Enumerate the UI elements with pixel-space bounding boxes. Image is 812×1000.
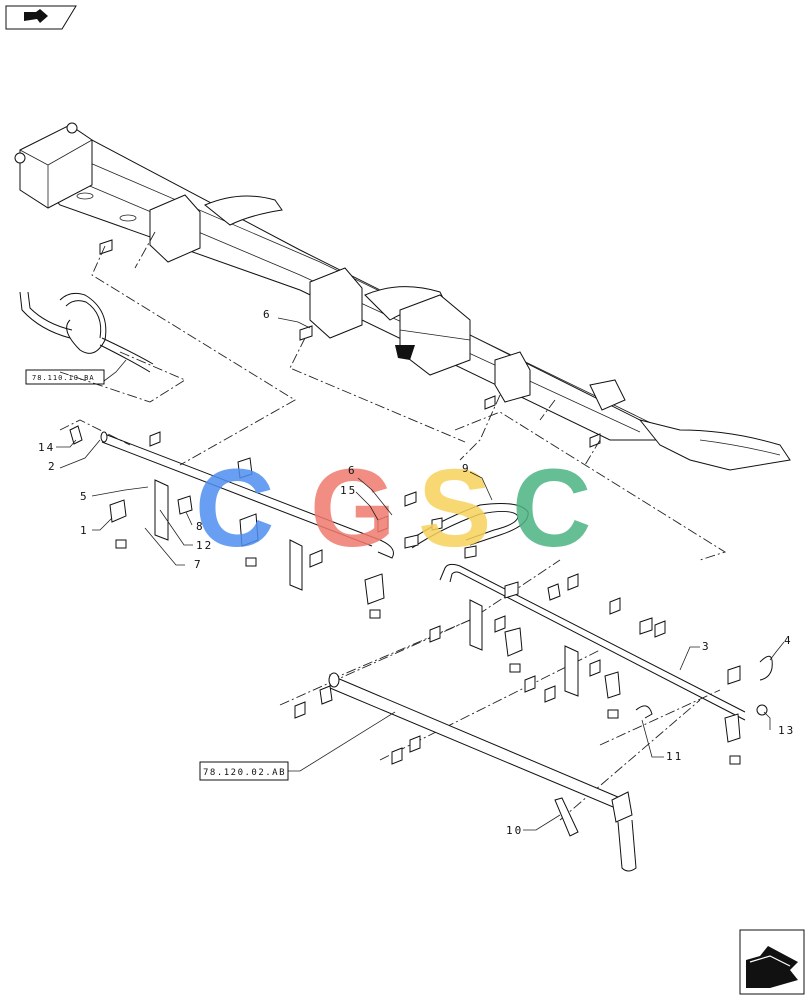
callouts: 14 2 5 1 8 12 7 6 6 15 9 3 4 13 11 10 bbox=[38, 308, 795, 837]
callout-1: 1 bbox=[80, 524, 89, 537]
leader-lines bbox=[56, 317, 785, 831]
callout-4: 4 bbox=[784, 634, 793, 647]
ref-box-hose[interactable]: 78.110.10.BA bbox=[25, 369, 105, 385]
lower-boom bbox=[328, 672, 637, 872]
callout-11: 11 bbox=[666, 750, 683, 763]
ref-label-boom: 78.120.02.AB bbox=[203, 768, 286, 778]
watermark-letter: C bbox=[512, 447, 591, 570]
callout-7: 7 bbox=[194, 558, 203, 571]
watermark: C G S C bbox=[195, 447, 591, 570]
callout-10: 10 bbox=[506, 824, 523, 837]
watermark-letter: G bbox=[310, 447, 396, 570]
ref-label-hose: 78.110.10.BA bbox=[32, 374, 95, 382]
callout-2: 2 bbox=[48, 460, 57, 473]
watermark-letter: C bbox=[195, 447, 274, 570]
callout-6: 6 bbox=[263, 308, 272, 321]
callout-9: 9 bbox=[462, 462, 471, 475]
boom-frame bbox=[14, 122, 791, 471]
connection-lines bbox=[59, 231, 727, 821]
callout-5: 5 bbox=[80, 490, 89, 503]
next-page-arrow-icon[interactable] bbox=[739, 929, 805, 995]
callout-13: 13 bbox=[778, 724, 795, 737]
callout-3: 3 bbox=[702, 640, 711, 653]
ref-box-boom[interactable]: 78.120.02.AB bbox=[199, 761, 289, 781]
callout-12: 12 bbox=[196, 539, 213, 552]
book-page-arrow-icon[interactable] bbox=[5, 5, 77, 30]
callout-6: 6 bbox=[348, 464, 357, 477]
callout-15: 15 bbox=[340, 484, 357, 497]
callout-8: 8 bbox=[196, 520, 205, 533]
watermark-letter: S bbox=[418, 447, 491, 570]
pipe-2 bbox=[100, 431, 394, 559]
hose bbox=[19, 291, 154, 373]
clamp-parts bbox=[69, 425, 773, 837]
callout-14: 14 bbox=[38, 441, 55, 454]
pipe-9 bbox=[409, 503, 746, 721]
